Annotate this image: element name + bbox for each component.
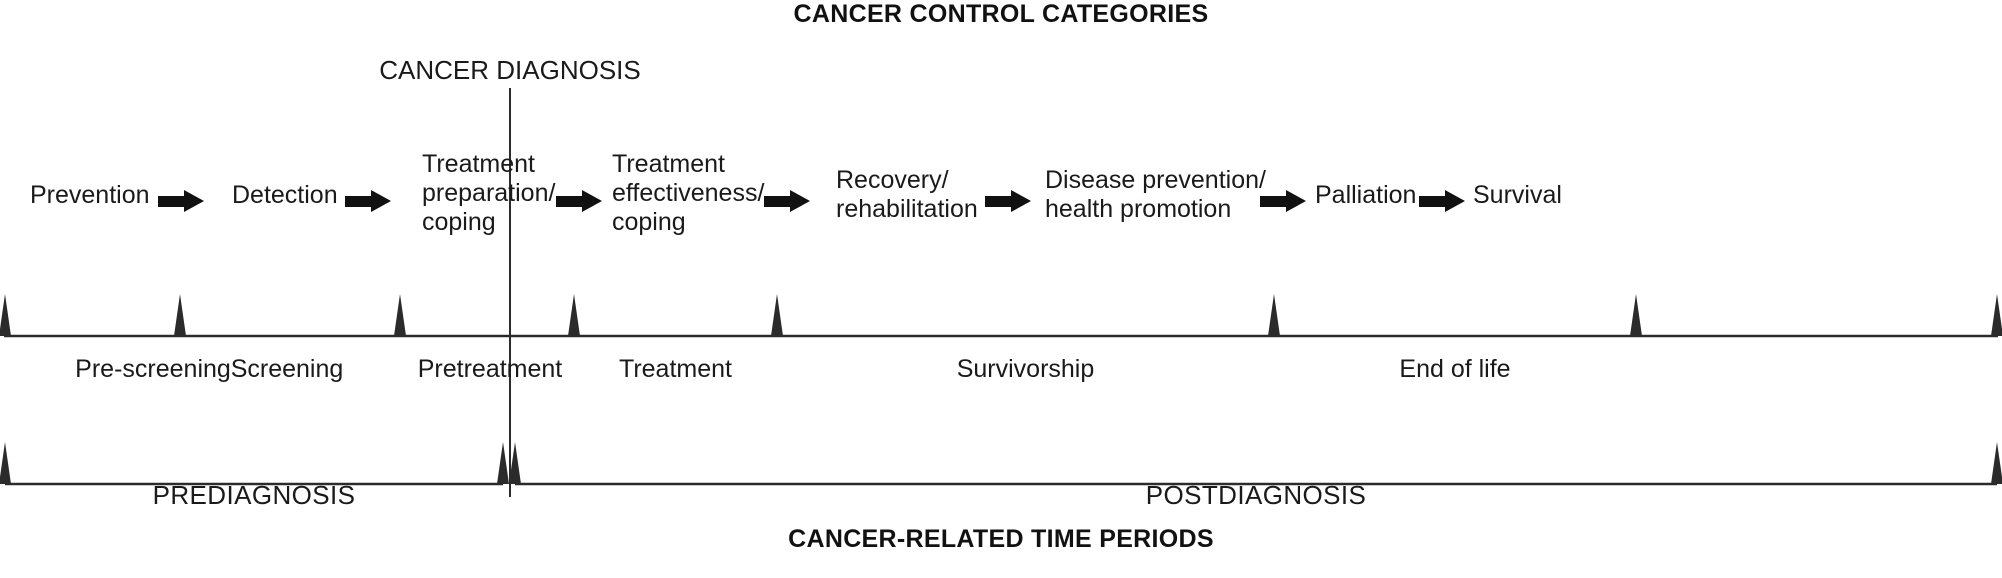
time-period-treatment: Treatment [618, 355, 732, 383]
category-treatment-effectiveness: Treatment effectiveness/ coping [612, 150, 765, 236]
phase-prediagnosis: PREDIAGNOSIS [152, 480, 356, 510]
time-period-pretreatment: Pretreatment [417, 355, 563, 383]
diagnosis-phases-bracket [0, 442, 2002, 486]
arrow-effect-recovery-icon [764, 190, 810, 212]
arrow-shaft [764, 196, 794, 207]
category-disease-prevention: Disease prevention/ health promotion [1045, 166, 1266, 223]
time-period-pre-screening: Pre-screening [75, 355, 231, 383]
arrow-head [1286, 190, 1306, 212]
arrow-treatmentprep-effect-icon [556, 190, 602, 212]
arrow-head [582, 190, 602, 212]
category-palliation: Palliation [1315, 181, 1417, 209]
bracket-tick [1268, 294, 1280, 336]
arrow-shaft [985, 196, 1015, 207]
arrow-shaft [345, 196, 375, 207]
arrow-shaft [158, 196, 188, 207]
arrow-recovery-disease-icon [985, 190, 1031, 212]
bracket-tick [509, 442, 521, 484]
arrow-shaft [556, 196, 586, 207]
arrow-disease-palliation-icon [1260, 190, 1306, 212]
figure-top-title: CANCER CONTROL CATEGORIES [793, 0, 1209, 28]
category-survival: Survival [1473, 181, 1562, 209]
bracket-tick [497, 442, 509, 484]
cancer-control-categories-row: Prevention Detection Treatment preparation… [0, 148, 2002, 248]
category-treatment-preparation: Treatment preparation/ coping [422, 150, 556, 236]
bracket-tick [0, 294, 11, 336]
cancer-diagnosis-marker-label: CANCER DIAGNOSIS [379, 55, 641, 85]
bracket-tick [568, 294, 580, 336]
time-periods-bracket [0, 294, 2002, 338]
category-detection: Detection [232, 181, 338, 209]
cancer-diagnosis-divider-line [509, 88, 511, 497]
bracket-tick [394, 294, 406, 336]
arrow-shaft [1260, 196, 1290, 207]
figure-bottom-title: CANCER-RELATED TIME PERIODS [788, 525, 1214, 553]
arrow-detection-treatmentprep-icon [345, 190, 391, 212]
arrow-prevention-detection-icon [158, 190, 204, 212]
bracket-tick [771, 294, 783, 336]
arrow-head [184, 190, 204, 212]
bracket-tick [1991, 442, 2002, 484]
time-period-end-of-life: End of life [1399, 355, 1511, 383]
arrow-head [790, 190, 810, 212]
phase-postdiagnosis: POSTDIAGNOSIS [1145, 480, 1367, 510]
category-prevention: Prevention [30, 181, 150, 209]
arrow-head [371, 190, 391, 212]
bracket-tick [1991, 294, 2002, 336]
arrow-head [1011, 190, 1031, 212]
arrow-shaft [1419, 196, 1449, 207]
time-period-screening: Screening [230, 355, 344, 383]
arrow-palliation-survival-icon [1419, 190, 1465, 212]
bracket-tick [174, 294, 186, 336]
bracket-tick [0, 442, 11, 484]
category-recovery-rehabilitation: Recovery/ rehabilitation [836, 166, 978, 223]
time-period-survivorship: Survivorship [956, 355, 1095, 383]
arrow-head [1445, 190, 1465, 212]
bracket-tick [1630, 294, 1642, 336]
